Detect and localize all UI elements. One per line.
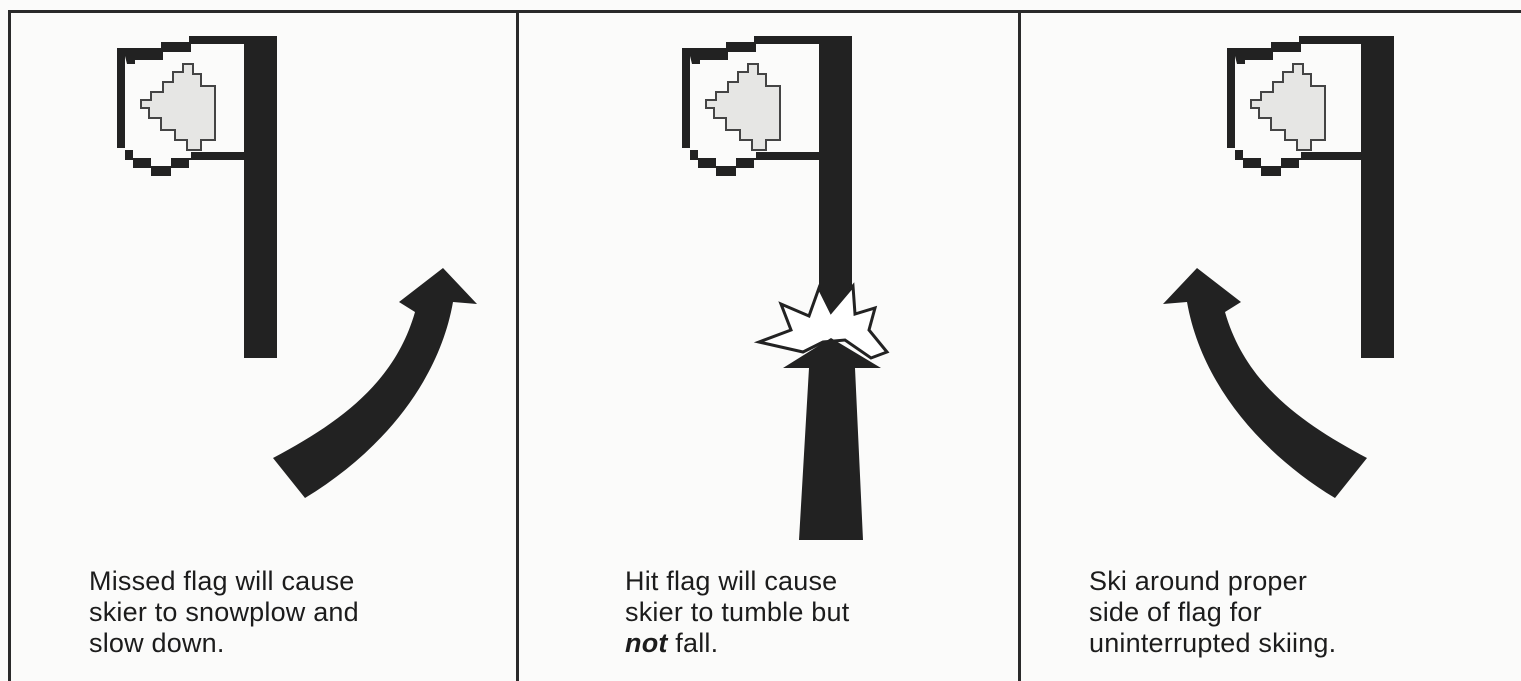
caption-ski-around: Ski around proper side of flag for unint… [1089, 566, 1336, 659]
caption-emphasis: not [625, 628, 668, 658]
caption-hit-flag: Hit flag will cause skier to tumble but … [625, 566, 849, 659]
caption-line: skier to tumble but [625, 597, 849, 628]
caption-line: uninterrupted skiing. [1089, 628, 1336, 659]
caption-line-rest: fall. [668, 628, 719, 658]
panel-hit-flag: Hit flag will cause skier to tumble but … [519, 12, 1018, 681]
caption-line: side of flag for [1089, 597, 1336, 628]
caption-line: Missed flag will cause [89, 566, 359, 597]
caption-line: Hit flag will cause [625, 566, 849, 597]
panel-ski-around: Ski around proper side of flag for unint… [1021, 12, 1521, 681]
caption-line: Ski around proper [1089, 566, 1336, 597]
caption-line: skier to snowplow and [89, 597, 359, 628]
caption-line: not fall. [625, 628, 849, 659]
caption-missed-flag: Missed flag will cause skier to snowplow… [89, 566, 359, 659]
caption-line: slow down. [89, 628, 359, 659]
panel-missed-flag: Missed flag will cause skier to snowplow… [11, 12, 516, 681]
